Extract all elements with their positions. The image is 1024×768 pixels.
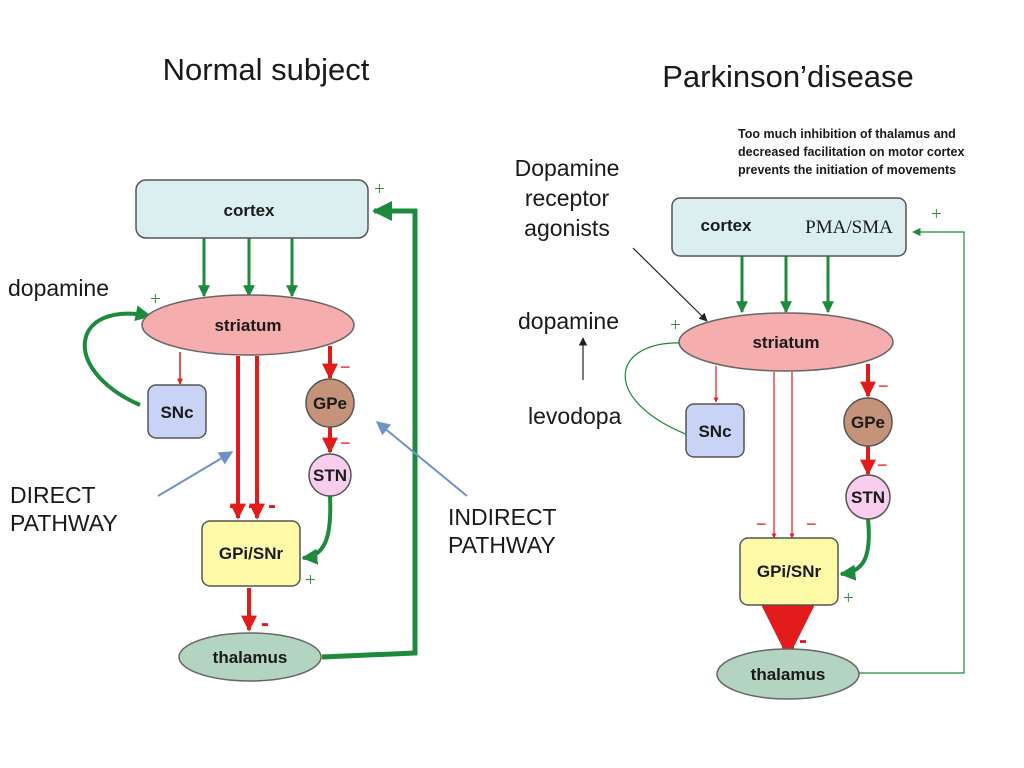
note-line: prevents the initiation of movements (738, 163, 956, 177)
minus-sign: - (799, 627, 807, 654)
stn-node: STN (308, 453, 352, 497)
dopamine-loop-arrow (83, 305, 152, 407)
thalamus-node: thalamus (716, 648, 860, 700)
plus-sign: + (670, 315, 681, 336)
snc-node: SNc (147, 384, 207, 439)
thalamus-to-cortex-arrow (859, 227, 965, 674)
minus-sign: − (340, 433, 351, 453)
gpe-node: GPe (843, 397, 893, 447)
agonists-label: Dopamine (515, 155, 620, 181)
normal-subject-panel: Normal subject (8, 52, 557, 682)
gpi-snr-node: GPi/SNr (739, 537, 839, 606)
indirect-pathway-label: INDIRECT (448, 504, 557, 530)
note-line: Too much inhibition of thalamus and (738, 127, 956, 141)
snc-node: SNc (685, 403, 745, 458)
stn-to-gpi-arrow (301, 495, 333, 565)
plus-sign: + (305, 570, 316, 591)
dopamine-label: dopamine (518, 308, 619, 334)
minus-sign: - (268, 492, 276, 519)
agonists-pointer (632, 247, 708, 322)
striatum-label: striatum (752, 333, 819, 352)
cortex-label: cortex (700, 216, 752, 235)
gpi-snr-label: GPi/SNr (219, 544, 284, 563)
indirect-pathway-label: PATHWAY (448, 532, 556, 558)
striatum-node: striatum (141, 294, 355, 356)
panel-title: Normal subject (163, 52, 370, 87)
connections (83, 201, 468, 660)
stn-to-gpi-arrow (839, 518, 871, 581)
gpe-label: GPe (851, 413, 885, 432)
agonists-label: receptor (525, 185, 610, 211)
cortex-label: cortex (223, 201, 275, 220)
gpi-snr-label: GPi/SNr (757, 562, 822, 581)
note-line: decreased facilitation on motor cortex (738, 145, 964, 159)
agonists-label: agonists (524, 215, 610, 241)
panel-title: Parkinson’disease (662, 59, 914, 94)
minus-sign: − (756, 514, 767, 534)
thalamus-node: thalamus (178, 632, 322, 682)
minus-sign: − (340, 357, 351, 377)
plus-sign: + (843, 588, 854, 609)
thalamus-label: thalamus (213, 648, 288, 667)
striatum-node: striatum (678, 312, 894, 372)
thalamus-to-cortex-arrow (321, 201, 418, 660)
connections (578, 227, 965, 674)
direct-pathway-label: DIRECT (10, 482, 96, 508)
dopamine-loop-arrow (624, 340, 689, 436)
thalamus-label: thalamus (751, 665, 826, 684)
minus-sign: − (806, 514, 817, 534)
plus-sign: + (931, 204, 942, 225)
gpi-snr-node: GPi/SNr (201, 520, 301, 587)
minus-sign: - (229, 492, 237, 519)
snc-label: SNc (698, 422, 731, 441)
stn-node: STN (845, 474, 891, 520)
direct-pathway-label: PATHWAY (10, 510, 118, 536)
gpe-node: GPe (305, 378, 355, 428)
minus-sign: - (261, 610, 269, 637)
cortex-region-label: PMA/SMA (805, 217, 893, 238)
dopamine-label: dopamine (8, 275, 109, 301)
stn-label: STN (851, 488, 885, 507)
plus-sign: + (150, 289, 161, 310)
indirect-pathway-pointer (375, 421, 468, 497)
gpe-label: GPe (313, 394, 347, 413)
levodopa-label: levodopa (528, 403, 622, 429)
cortex-node: cortex PMA/SMA (671, 197, 907, 257)
striatum-label: striatum (214, 316, 281, 335)
direct-pathway-pointer (157, 451, 234, 497)
minus-sign: − (878, 376, 889, 396)
minus-sign: − (877, 455, 888, 475)
plus-sign: + (374, 179, 385, 200)
parkinson-disease-panel: Parkinson’disease Too much inhibition of… (515, 59, 965, 700)
cortex-node: cortex (135, 179, 369, 239)
snc-label: SNc (160, 403, 193, 422)
minus-sign: - (248, 492, 256, 519)
stn-label: STN (313, 466, 347, 485)
